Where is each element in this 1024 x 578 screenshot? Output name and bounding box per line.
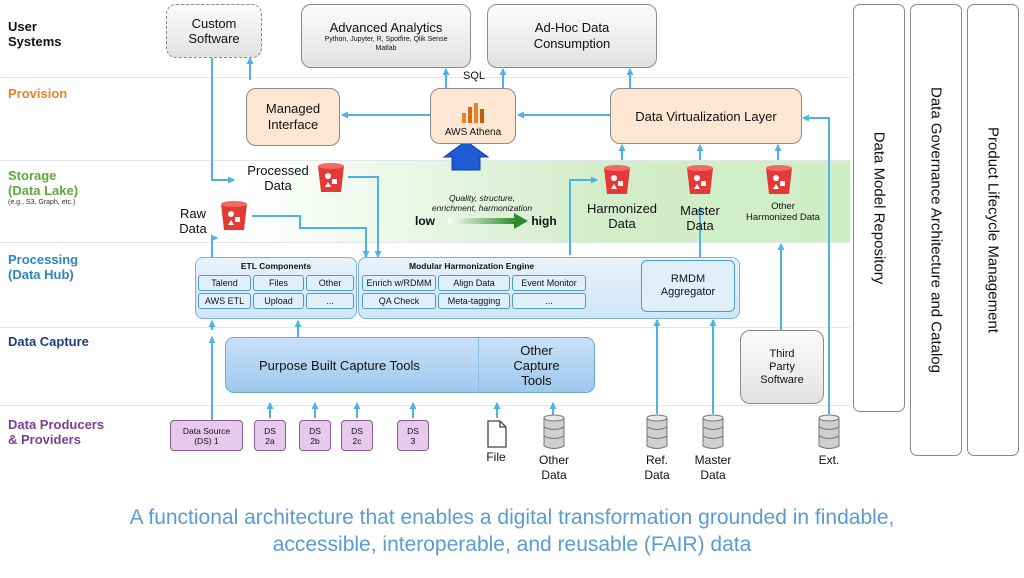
other-capture-label: Other Capture Tools — [513, 342, 560, 388]
file-icon — [487, 420, 507, 448]
caption-line-2: accessible, interoperable, and reusable … — [272, 533, 752, 556]
sql-label: SQL — [462, 70, 485, 82]
lane-label-provision: Provision — [8, 86, 68, 101]
advanced-analytics-label: Advanced Analytics — [329, 19, 443, 35]
mhe-cell-ellipsis: ... — [512, 293, 586, 309]
raw-data-bucket-icon — [221, 201, 247, 230]
third-party-label: Third Party Software — [760, 347, 804, 386]
lane-label-processing: Processing (Data Hub) — [8, 252, 79, 282]
aws-athena-icon — [462, 103, 484, 123]
data-governance-label: Data Governance Architecture and Catalog — [927, 86, 945, 374]
master-data-database-icon — [702, 414, 724, 449]
aws-athena-box: AWS Athena — [430, 88, 516, 144]
data-model-repository-label: Data Model Repository — [870, 131, 888, 285]
advanced-analytics-tools: Python, Jupyter, R, Spotfire, Qlik Sense… — [324, 35, 448, 52]
producer-ds3: DS 3 — [397, 420, 429, 451]
producer-ds1: Data Source (DS) 1 — [170, 420, 243, 451]
adhoc-label: Ad-Hoc Data Consumption — [533, 20, 611, 51]
harmonized-data-label: Harmonized Data — [586, 201, 658, 231]
adhoc-box: Ad-Hoc Data Consumption — [487, 4, 657, 68]
lane-label-capture: Data Capture — [8, 334, 89, 349]
other-data-label: Other Data — [538, 453, 569, 482]
data-model-repository-bar: Data Model Repository — [853, 4, 905, 412]
custom-software-label: Custom Software — [188, 16, 240, 46]
file-label: File — [486, 450, 506, 464]
raw-data-label: Raw Data — [179, 206, 207, 236]
producer-ds2b: DS 2b — [299, 420, 331, 451]
master-data-producer-label: Master Data — [694, 453, 732, 482]
purpose-built-capture-box: Purpose Built Capture Tools — [225, 337, 595, 393]
lane-divider — [0, 327, 850, 328]
rmdm-box: RMDM Aggregator — [641, 260, 735, 312]
mhe-title: Modular Harmonization Engine — [409, 261, 535, 271]
ref-data-database-icon — [646, 414, 668, 449]
low-label: low — [415, 214, 435, 228]
other-harmonized-label: Other Harmonized Data — [746, 201, 820, 223]
product-lifecycle-bar: Product Lifecycle Management — [967, 4, 1019, 456]
aws-athena-label: AWS Athena — [444, 127, 502, 138]
processed-data-bucket-icon — [318, 163, 344, 192]
mhe-cell-qa-check: QA Check — [362, 293, 436, 309]
etl-cell-other: Other — [306, 275, 354, 291]
etl-cell-talend: Talend — [198, 275, 251, 291]
processed-data-label: Processed Data — [247, 163, 309, 193]
mhe-cell-enrich: Enrich w/RDMM — [362, 275, 436, 291]
producer-ds2a: DS 2a — [254, 420, 286, 451]
etl-title: ETL Components — [240, 261, 312, 271]
master-data-storage-label: Master Data — [680, 203, 720, 233]
third-party-box: Third Party Software — [740, 330, 824, 404]
managed-interface-label: Managed Interface — [265, 101, 321, 132]
purpose-built-label: Purpose Built Capture Tools — [259, 357, 420, 373]
etl-cell-ellipsis: ... — [306, 293, 354, 309]
advanced-analytics-box: Advanced Analytics Python, Jupyter, R, S… — [301, 4, 471, 68]
other-capture-box: Other Capture Tools — [478, 337, 594, 393]
producer-ds2c: DS 2c — [341, 420, 373, 451]
etl-cell-files: Files — [253, 275, 304, 291]
other-data-database-icon — [543, 414, 565, 449]
mhe-cell-event-monitor: Event Monitor — [512, 275, 586, 291]
dvl-box: Data Virtualization Layer — [610, 88, 802, 144]
etl-cell-upload: Upload — [253, 293, 304, 309]
quality-text: Quality, structure, enrichment, harmoniz… — [431, 193, 533, 213]
other-harmonized-bucket-icon — [766, 165, 792, 194]
etl-cell-aws-etl: AWS ETL — [198, 293, 251, 309]
managed-interface-box: Managed Interface — [246, 88, 340, 146]
master-data-bucket-icon — [687, 165, 713, 194]
lane-divider — [0, 160, 850, 161]
lane-label-user-systems: User Systems — [8, 19, 62, 49]
harmonized-data-bucket-icon — [604, 165, 630, 194]
lane-divider — [0, 242, 850, 243]
lane-divider — [0, 405, 850, 406]
dvl-label: Data Virtualization Layer — [635, 108, 777, 124]
lane-label-producers: Data Producers & Providers — [8, 417, 105, 447]
mhe-cell-meta-tagging: Meta-tagging — [438, 293, 510, 309]
high-label: high — [531, 214, 557, 228]
data-governance-bar: Data Governance Architecture and Catalog — [910, 4, 962, 456]
storage-label-sub: (e.g., S3, Graph, etc.) — [8, 199, 76, 206]
storage-label-text: Storage (Data Lake) — [8, 168, 79, 198]
ext-database-icon — [818, 414, 840, 449]
ref-data-label: Ref. Data — [644, 453, 670, 482]
custom-software-box: Custom Software — [166, 4, 262, 58]
lane-divider — [0, 77, 850, 78]
caption-line-1: A functional architecture that enables a… — [129, 506, 895, 529]
ext-label: Ext. — [818, 453, 840, 467]
mhe-cell-align: Align Data — [438, 275, 510, 291]
rmdm-label: RMDM Aggregator — [660, 273, 716, 298]
product-lifecycle-label: Product Lifecycle Management — [984, 127, 1002, 333]
lane-label-storage: Storage (Data Lake) (e.g., S3, Graph, et… — [8, 168, 78, 207]
